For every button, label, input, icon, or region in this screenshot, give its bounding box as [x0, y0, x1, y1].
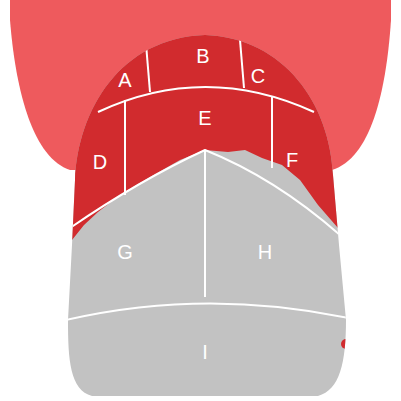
region-letter: B: [196, 46, 209, 66]
region-letter: C: [251, 66, 265, 86]
region-letter: F: [286, 150, 298, 170]
red-spot: [341, 339, 351, 349]
coated-area: [0, 0, 401, 240]
region-letter: D: [93, 152, 107, 172]
region-letter: E: [198, 108, 211, 128]
region-letter: I: [202, 342, 208, 362]
region-lines: [66, 40, 348, 320]
region-letter: G: [117, 242, 133, 262]
region-letter: A: [118, 70, 131, 90]
region-letter: H: [258, 242, 272, 262]
